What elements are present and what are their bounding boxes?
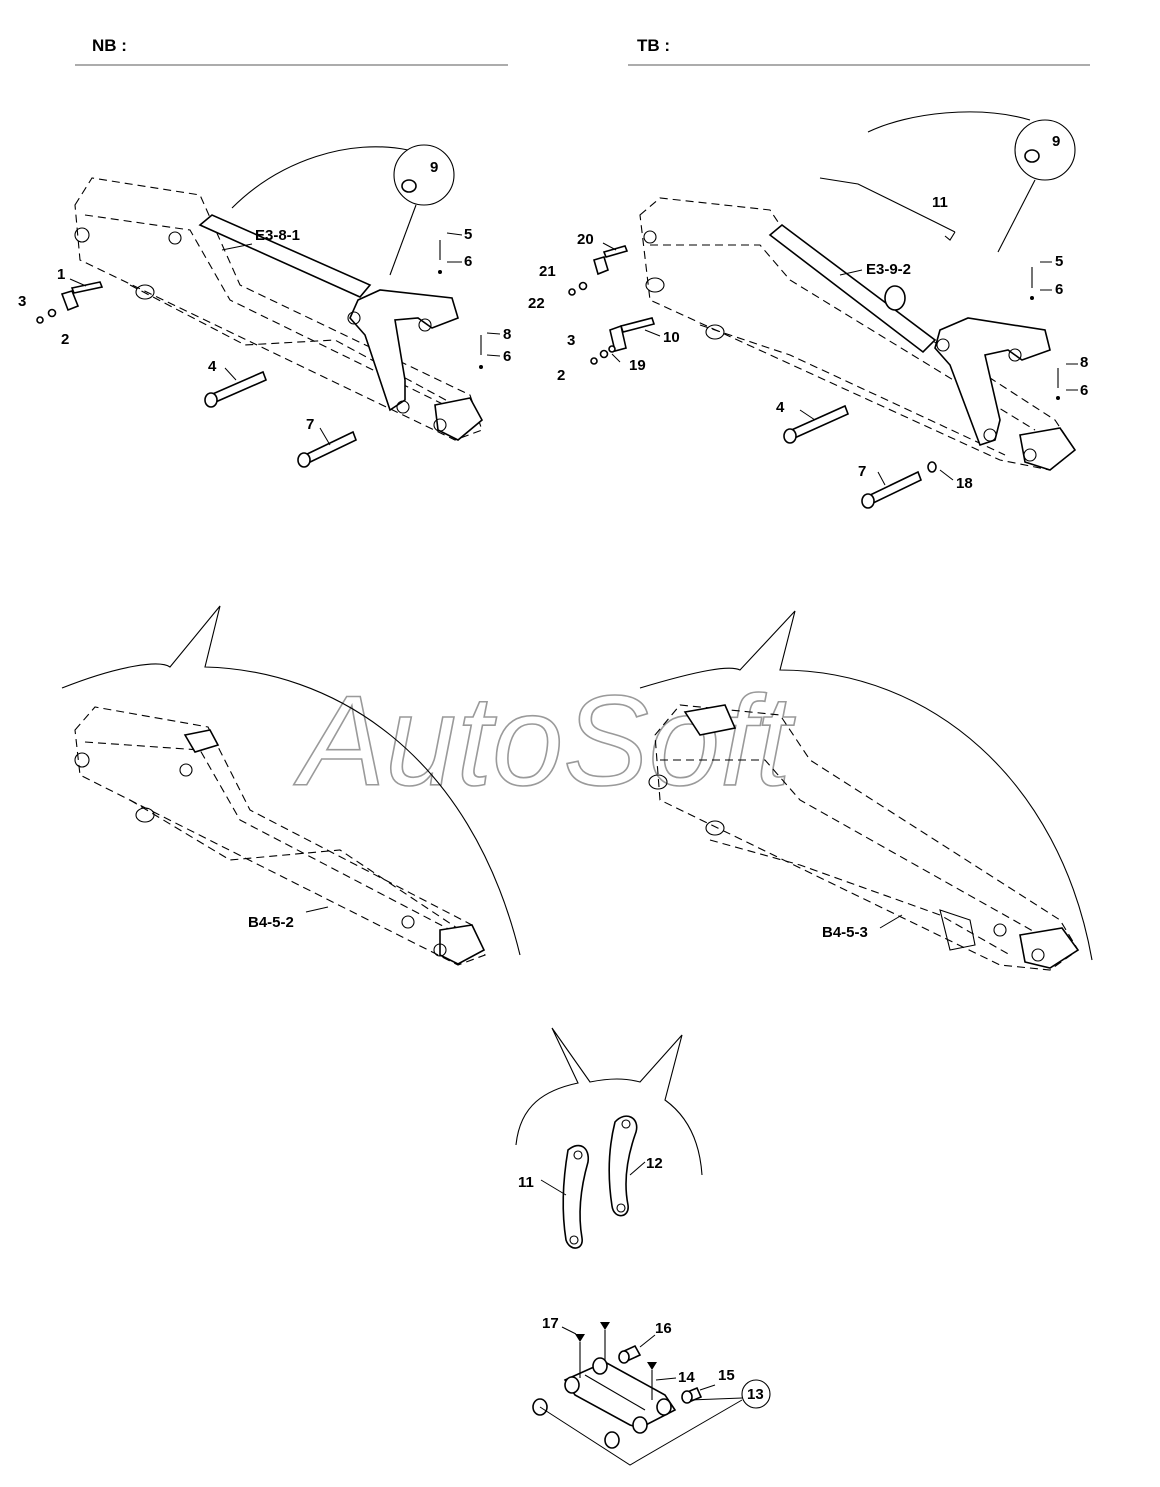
bushing-16 bbox=[618, 1344, 642, 1364]
tb-pin-4 bbox=[783, 404, 850, 444]
callout-circle-13 bbox=[741, 1379, 771, 1409]
callout-nb-2: 2 bbox=[61, 331, 69, 348]
nb-bolts-5-6 bbox=[438, 240, 483, 369]
callout-nb-9: 9 bbox=[430, 159, 438, 176]
tb-washers-21-22 bbox=[568, 281, 588, 296]
callout-tb-7: 7 bbox=[858, 463, 866, 480]
callout-tb-20: 20 bbox=[577, 231, 594, 248]
nb-boom-outline bbox=[74, 177, 483, 441]
tb-washer-18 bbox=[927, 461, 937, 473]
tb-washers-2-3-19 bbox=[590, 345, 616, 365]
tb-cylinder bbox=[768, 223, 937, 354]
callout-nb-6b: 6 bbox=[503, 348, 511, 365]
tb-detail-bubble bbox=[867, 111, 1076, 253]
callout-nb-boom: B4-5-2 bbox=[248, 914, 294, 931]
tb-pin-10 bbox=[609, 317, 656, 352]
callout-tb-3: 3 bbox=[567, 332, 575, 349]
links-assembly: 11 12 bbox=[515, 1027, 703, 1249]
grease-nipple-17a bbox=[575, 1334, 585, 1342]
nb-top-assembly: 9 E3-8-1 5 6 1 3 2 8 6 4 7 bbox=[18, 144, 511, 468]
callout-link-11: 11 bbox=[518, 1174, 534, 1191]
callout-tb-8: 8 bbox=[1080, 354, 1088, 371]
nb-pin-7 bbox=[297, 430, 358, 468]
callout-tb-11: 11 bbox=[932, 194, 948, 211]
tb-link-bracket bbox=[934, 317, 1051, 447]
callout-tb-e3-9-2: E3-9-2 bbox=[866, 261, 911, 278]
callout-nb-6a: 6 bbox=[464, 253, 472, 270]
callout-tb-9: 9 bbox=[1052, 133, 1060, 150]
callout-tb-10: 10 bbox=[663, 329, 680, 346]
callout-nb-7: 7 bbox=[306, 416, 314, 433]
tb-pin-7 bbox=[861, 470, 923, 509]
bracket-assembly: 17 16 14 15 13 bbox=[532, 1315, 771, 1466]
callout-bracket-13: 13 bbox=[747, 1386, 764, 1403]
watermark: AutoSoft bbox=[293, 670, 795, 813]
link-12 bbox=[608, 1115, 638, 1217]
callout-tb-21: 21 bbox=[539, 263, 556, 280]
header-nb: NB : bbox=[92, 36, 127, 55]
link-11 bbox=[562, 1144, 590, 1249]
callout-bracket-16: 16 bbox=[655, 1320, 672, 1337]
nb-detail-bubble bbox=[231, 144, 455, 276]
tb-hose-11 bbox=[819, 177, 956, 233]
nb-cylinder bbox=[198, 214, 372, 298]
callout-tb-2: 2 bbox=[557, 367, 565, 384]
callout-tb-6b: 6 bbox=[1080, 382, 1088, 399]
tb-boom-bubble bbox=[639, 610, 1093, 961]
callout-bracket-14: 14 bbox=[678, 1369, 695, 1386]
callout-tb-22: 22 bbox=[528, 295, 545, 312]
callout-tb-5: 5 bbox=[1055, 253, 1063, 270]
tb-boom-assembly: B4-5-3 bbox=[639, 610, 1093, 971]
nb-boom-assembly: B4-5-2 bbox=[61, 605, 521, 966]
callout-nb-1: 1 bbox=[57, 266, 65, 283]
callout-tb-4: 4 bbox=[776, 399, 785, 416]
callout-nb-4: 4 bbox=[208, 358, 217, 375]
tb-pin-20 bbox=[593, 245, 629, 276]
tb-top-assembly: 9 11 20 E3-9-2 21 22 5 6 10 3 19 2 8 6 4… bbox=[528, 111, 1088, 509]
nb-washers-2-3 bbox=[36, 308, 57, 324]
bushing-15 bbox=[681, 1386, 703, 1404]
callout-nb-5: 5 bbox=[464, 226, 472, 243]
callout-link-12: 12 bbox=[646, 1155, 663, 1172]
nb-boom-bubble bbox=[61, 605, 521, 956]
grease-nipple-17b bbox=[600, 1322, 610, 1330]
links-bubble bbox=[515, 1027, 703, 1176]
tb-boom-body bbox=[654, 704, 1079, 971]
callout-nb-e3-8-1: E3-8-1 bbox=[255, 227, 300, 244]
callout-tb-boom: B4-5-3 bbox=[822, 924, 868, 941]
grease-nipple-17c bbox=[647, 1362, 657, 1370]
callout-tb-6a: 6 bbox=[1055, 281, 1063, 298]
callout-bracket-17: 17 bbox=[542, 1315, 559, 1332]
nb-pin-4 bbox=[204, 370, 268, 408]
callout-tb-18: 18 bbox=[956, 475, 973, 492]
callout-bracket-15: 15 bbox=[718, 1367, 735, 1384]
callout-nb-3: 3 bbox=[18, 293, 26, 310]
nb-link-bracket bbox=[349, 289, 459, 412]
callout-tb-19: 19 bbox=[629, 357, 646, 374]
nb-pin-1 bbox=[60, 281, 104, 312]
tb-bolts-5-6-8 bbox=[1030, 267, 1060, 400]
callout-nb-8: 8 bbox=[503, 326, 511, 343]
header-tb: TB : bbox=[637, 36, 671, 55]
